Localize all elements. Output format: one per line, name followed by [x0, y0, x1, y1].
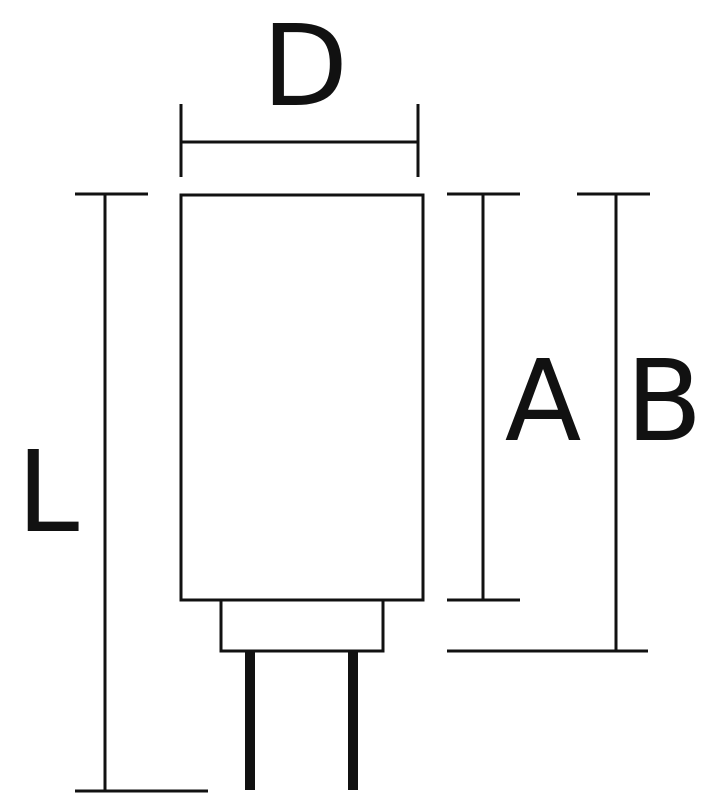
- label-l: L: [17, 428, 79, 558]
- dimension-a: [447, 192, 520, 602]
- label-b: B: [626, 337, 703, 467]
- dimension-l: [75, 192, 208, 793]
- dimension-d: [179, 104, 420, 177]
- label-d: D: [262, 2, 348, 132]
- pin-left: [245, 651, 255, 790]
- bulb-body: [179, 193, 425, 602]
- label-a: A: [505, 337, 582, 467]
- bulb-base: [219, 598, 385, 653]
- dimension-b: [447, 192, 650, 653]
- pin-right: [348, 651, 358, 790]
